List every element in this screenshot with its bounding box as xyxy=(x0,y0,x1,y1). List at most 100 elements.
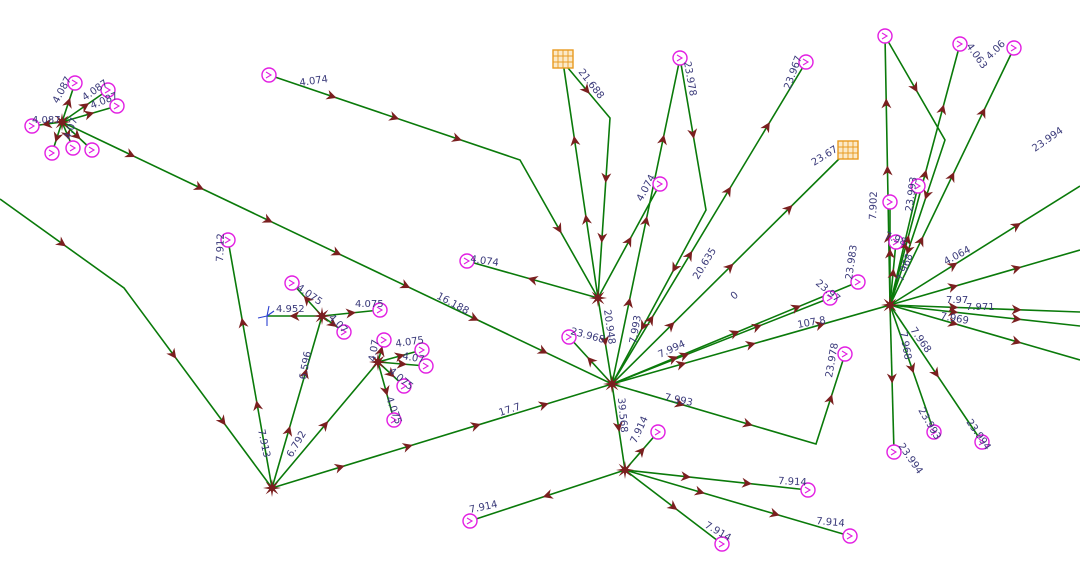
flow-arrow-icon xyxy=(640,216,650,227)
line-segment[interactable] xyxy=(889,185,1080,306)
circle-load-icon[interactable] xyxy=(561,329,577,345)
generator-icon[interactable] xyxy=(552,49,574,69)
circle-load-icon[interactable] xyxy=(418,358,434,374)
circle-load-icon[interactable] xyxy=(336,324,352,340)
flow-arrow-icon xyxy=(215,414,226,426)
circle-load-icon[interactable] xyxy=(886,444,902,460)
flow-arrow-icon xyxy=(396,358,407,369)
flow-arrow-icon xyxy=(374,346,385,358)
circle-load-icon[interactable] xyxy=(1006,40,1022,56)
line-segment[interactable] xyxy=(889,304,1080,313)
line-segment[interactable] xyxy=(271,383,613,489)
circle-load-icon[interactable] xyxy=(284,275,300,291)
flow-arrow-icon xyxy=(1010,335,1022,346)
circle-load-icon[interactable] xyxy=(952,36,968,52)
line-segment[interactable] xyxy=(271,315,323,489)
line-segment[interactable] xyxy=(611,61,807,385)
edge-label: 0 xyxy=(729,290,741,303)
line-segment[interactable] xyxy=(611,353,846,445)
wind-turbine-icon[interactable] xyxy=(257,305,275,326)
line-segment[interactable] xyxy=(889,304,1080,361)
circle-load-icon[interactable] xyxy=(376,332,392,348)
flow-arrow-icon xyxy=(693,485,705,496)
circle-load-icon[interactable] xyxy=(837,346,853,362)
star-junction-icon[interactable] xyxy=(881,296,899,314)
flow-arrow-icon xyxy=(597,232,608,243)
edge-label: 6.792 xyxy=(285,429,309,459)
circle-load-icon[interactable] xyxy=(650,424,666,440)
node-layer xyxy=(24,28,1022,552)
flow-arrow-icon xyxy=(69,128,81,140)
circle-load-icon[interactable] xyxy=(372,302,388,318)
star-junction-icon[interactable] xyxy=(589,289,607,307)
line-segment[interactable] xyxy=(611,297,831,385)
circle-load-icon[interactable] xyxy=(24,118,40,134)
circle-load-icon[interactable] xyxy=(800,482,816,498)
arrow-layer xyxy=(42,81,1022,518)
circle-load-icon[interactable] xyxy=(459,253,475,269)
circle-load-icon[interactable] xyxy=(974,434,990,450)
edge-label: 23.67 xyxy=(810,144,840,169)
circle-load-icon[interactable] xyxy=(888,234,904,250)
flow-arrow-icon xyxy=(687,128,698,139)
circle-load-icon[interactable] xyxy=(652,176,668,192)
flow-arrow-icon xyxy=(467,311,480,321)
flow-arrow-icon xyxy=(678,352,690,362)
circle-load-icon[interactable] xyxy=(462,513,478,529)
line-segment[interactable] xyxy=(624,469,851,537)
circle-load-icon[interactable] xyxy=(672,50,688,66)
circle-load-icon[interactable] xyxy=(714,536,730,552)
circle-load-icon[interactable] xyxy=(100,82,116,98)
circle-load-icon[interactable] xyxy=(822,290,838,306)
circle-load-icon[interactable] xyxy=(850,274,866,290)
label-layer: 4.074 4.087 4.087 4.087 4.087 4.07 21.68… xyxy=(32,39,1065,544)
flow-arrow-icon xyxy=(579,82,590,94)
line-segment[interactable] xyxy=(227,239,273,489)
flow-arrow-icon xyxy=(682,250,693,263)
circle-load-icon[interactable] xyxy=(44,145,60,161)
star-junction-icon[interactable] xyxy=(603,375,621,393)
edge-label: 20.635 xyxy=(691,246,719,282)
circle-load-icon[interactable] xyxy=(65,140,81,156)
circle-load-icon[interactable] xyxy=(842,528,858,544)
circle-load-icon[interactable] xyxy=(109,98,125,114)
circle-load-icon[interactable] xyxy=(84,142,100,158)
star-junction-icon[interactable] xyxy=(53,113,71,131)
circle-load-icon[interactable] xyxy=(396,378,412,394)
circle-load-icon[interactable] xyxy=(882,194,898,210)
flow-arrow-icon xyxy=(383,366,395,378)
circle-load-icon[interactable] xyxy=(414,342,430,358)
edge-label: 7.902 xyxy=(868,191,880,220)
generator-icon[interactable] xyxy=(837,140,859,160)
flow-arrow-icon xyxy=(744,341,756,351)
flow-arrow-icon xyxy=(929,366,939,378)
flow-arrow-icon xyxy=(582,214,592,225)
line-segment[interactable] xyxy=(889,304,1080,327)
circle-load-icon[interactable] xyxy=(926,424,942,440)
edge-label: 7.914 xyxy=(629,415,651,446)
star-junction-icon[interactable] xyxy=(263,479,281,497)
edge-label: 4.07 xyxy=(367,339,382,363)
circle-load-icon[interactable] xyxy=(798,54,814,70)
circle-load-icon[interactable] xyxy=(261,67,277,83)
line-segment[interactable] xyxy=(611,57,707,385)
star-junction-icon[interactable] xyxy=(616,461,634,479)
star-junction-icon[interactable] xyxy=(313,307,331,325)
circle-load-icon[interactable] xyxy=(220,232,236,248)
circle-load-icon[interactable] xyxy=(877,28,893,44)
flow-arrow-icon xyxy=(947,283,959,293)
line-segment[interactable] xyxy=(268,74,599,299)
circle-load-icon[interactable] xyxy=(67,75,83,91)
flow-arrow-icon xyxy=(601,172,612,183)
line-segment[interactable] xyxy=(624,469,809,491)
flow-arrow-icon xyxy=(728,330,740,340)
line-segment[interactable] xyxy=(561,59,611,299)
edge-label: 4.074 xyxy=(299,74,329,89)
line-segment[interactable] xyxy=(889,249,1080,306)
circle-load-icon[interactable] xyxy=(386,412,402,428)
flow-arrow-icon xyxy=(750,323,762,334)
flow-arrow-icon xyxy=(918,169,929,181)
star-junction-icon[interactable] xyxy=(369,353,387,371)
circle-load-icon[interactable] xyxy=(910,178,926,194)
